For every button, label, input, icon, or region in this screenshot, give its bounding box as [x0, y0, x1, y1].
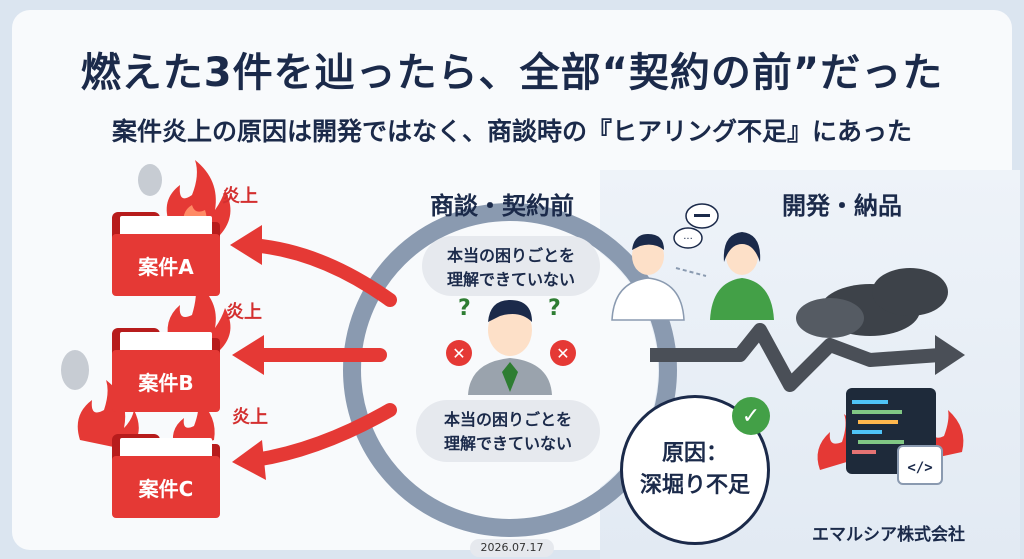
zigzag-arrow [650, 323, 941, 392]
date-label: 2026.07.17 [470, 539, 554, 557]
svg-text:</>: </> [907, 460, 932, 476]
arrow-to-case-c [248, 403, 397, 467]
fire-icon [77, 380, 215, 450]
x-icon: ✕ [446, 340, 472, 366]
smoke-icon [61, 164, 162, 390]
question-icon: ? [548, 296, 561, 321]
case-c-label: 案件C [112, 456, 220, 518]
case-b-folder: 案件B [112, 328, 220, 412]
case-c-status: 炎上 [232, 407, 268, 428]
speech-bubble-icon: ··· [673, 203, 719, 249]
code-window-icon: </> [846, 388, 943, 485]
person-icon [710, 232, 774, 320]
arrow-head-a [230, 225, 262, 265]
person-icon [611, 234, 685, 321]
person-icon [468, 300, 552, 395]
x-icon: ✕ [550, 340, 576, 366]
cause-line-1: 原因： [661, 441, 728, 466]
case-b-label: 案件B [112, 350, 220, 412]
zigzag-arrow-head [935, 335, 965, 375]
process-ring [343, 203, 677, 537]
svg-text:···: ··· [683, 234, 693, 245]
smoke-icon [796, 268, 948, 338]
case-b-status: 炎上 [226, 302, 262, 323]
page-subtitle: 案件炎上の原因は開発ではなく、商談時の『ヒアリング不足』にあった [111, 117, 912, 146]
arrow-to-case-a [243, 238, 397, 307]
page-title: 燃えた3件を辿ったら、全部“契約の前”だった [80, 50, 944, 96]
arrow-head-c [232, 440, 266, 480]
case-a-status: 炎上 [222, 186, 258, 207]
arrow-head-b [232, 335, 264, 375]
cause-line-2: 深堀り不足 [639, 473, 750, 498]
question-icon: ? [458, 296, 471, 321]
section-label-negotiation: 商談・契約前 [430, 192, 574, 220]
case-c-folder: 案件C [112, 434, 220, 518]
thought-bubble-bottom: 本当の困りごとを 理解できていない [416, 400, 600, 462]
check-icon: ✓ [732, 397, 770, 435]
case-a-label: 案件A [112, 234, 220, 296]
section-label-development: 開発・納品 [782, 192, 902, 220]
dashed-arrow [675, 267, 707, 277]
company-name: エマルシア株式会社 [812, 525, 965, 545]
thought-bubble-top: 本当の困りごとを 理解できていない [422, 236, 600, 296]
case-a-folder: 案件A [112, 212, 220, 296]
